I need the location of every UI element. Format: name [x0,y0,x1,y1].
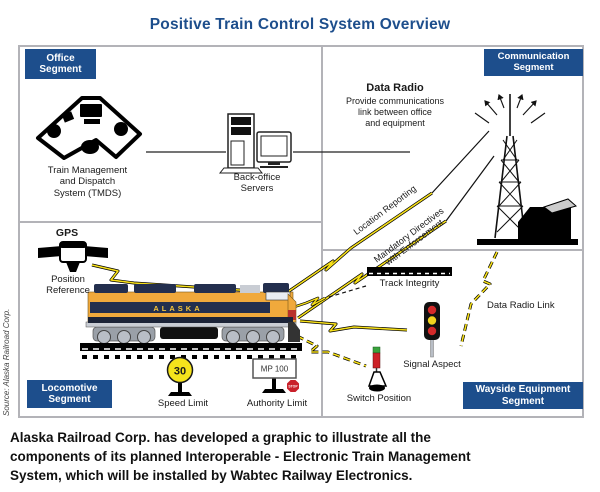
switch-position-link [296,334,367,368]
antenna-waves-icon [474,93,546,124]
data-radio-desc: Provide communications link between offi… [345,96,445,128]
server-icon [218,113,264,174]
monitor-icon [256,131,292,168]
communication-segment-badge: Communication Segment [484,49,583,76]
track-integrity-label: Track Integrity [379,278,440,289]
servers-label: Back-office Servers [233,172,281,195]
track-integrity-icon [367,267,452,276]
locomotive-brand-text: ALASKA [153,304,202,313]
speed-limit-label: Speed Limit [157,398,209,409]
data-radio-link-bolt [459,251,499,347]
switch-position-label: Switch Position [346,393,412,404]
gps-label: GPS [55,227,79,239]
signal-aspect-link [299,319,408,333]
track-integrity-link [293,285,367,309]
speed-limit-sign-icon: 30 [166,356,194,396]
signal-icon [424,302,440,358]
milepost-sign-icon: MP 100 [252,358,297,393]
track-icon [80,343,302,359]
desk-workstation-icon [36,96,142,160]
speed-sign-value: 30 [174,366,186,378]
mandatory-directives-bolt [297,155,495,320]
signal-aspect-label: Signal Aspect [403,359,461,370]
switch-stand-icon [367,346,388,392]
wayside-segment-badge: Wayside Equipment Segment [463,382,583,409]
stop-sign-icon: STOP [286,379,300,393]
authority-limit-label: Authority Limit [246,398,308,409]
equipment-shed-icon [477,198,578,245]
office-segment-badge: Office Segment [25,49,96,79]
figure-title: Positive Train Control System Overview [149,16,451,33]
locomotive-icon: ALASKA [85,283,300,344]
stop-sign-text: STOP [288,385,298,389]
milepost-sign-text: MP 100 [261,365,289,374]
position-reference-label: Position Reference [46,274,90,297]
source-note: Source: Alaska Railroad Corp. [2,308,11,416]
gps-satellite-icon [38,241,108,272]
data-radio-link-label: Data Radio Link [487,300,555,311]
locomotive-segment-badge: Locomotive Segment [27,380,112,408]
tmds-label: Train Management and Dispatch System (TM… [47,165,128,199]
location-reporting-bolt [275,130,490,302]
figure-caption: Alaska Railroad Corp. has developed a gr… [10,430,471,483]
data-radio-title: Data Radio [366,82,424,94]
